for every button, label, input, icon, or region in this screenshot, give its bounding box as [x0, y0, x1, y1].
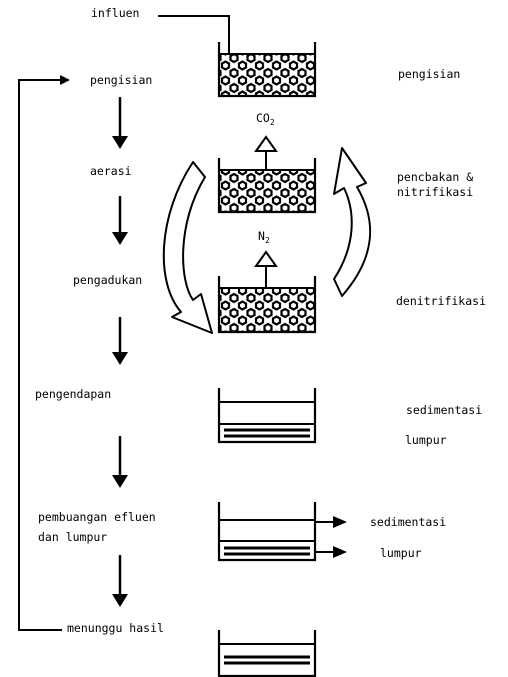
step-down-arrow [112, 555, 128, 607]
process-denitrification-label: denitrifikasi [396, 294, 486, 308]
gas-n2-label: N2 [258, 229, 270, 245]
tank-settling [217, 388, 317, 444]
cycle-return-arrow [18, 75, 70, 631]
tank-idle [217, 630, 317, 677]
step-down-arrow [112, 317, 128, 365]
curved-arrow-left [162, 161, 213, 334]
process-filling-label: pengisian [398, 67, 460, 81]
tank-discharge [217, 502, 317, 562]
step-settling-label: pengendapan [35, 387, 111, 401]
effluent-outflow-arrow [315, 516, 347, 528]
sludge-outflow-arrow [315, 546, 347, 558]
step-discharge-label: pembuangan efluen [38, 510, 156, 524]
step-mixing-label: pengadukan [73, 273, 142, 287]
curved-arrow-right [333, 147, 372, 297]
step-down-arrow [112, 196, 128, 245]
inflow-label: influen [91, 6, 139, 20]
gas-release-arrow [254, 135, 278, 170]
inflow-pipe [158, 15, 230, 55]
tank-aeration [217, 158, 317, 214]
process-settling-sludge-label: lumpur [405, 433, 447, 447]
tank-denitrification [217, 276, 317, 334]
process-discharge-sludge-label: lumpur [380, 546, 422, 560]
step-down-arrow [112, 97, 128, 149]
process-nitrification-label: pencbakan & [397, 170, 473, 184]
process-discharge-sedimentation-label: sedimentasi [370, 515, 446, 529]
gas-co2-label: CO2 [256, 111, 275, 127]
process-nitrification-label-line2: nitrifikasi [397, 185, 473, 199]
process-settling-sedimentation-label: sedimentasi [406, 403, 482, 417]
step-down-arrow [112, 436, 128, 488]
step-discharge-label-line2: dan lumpur [38, 530, 107, 544]
step-aeration-label: aerasi [90, 164, 132, 178]
tank-filling [217, 42, 317, 98]
step-filling-label: pengisian [90, 73, 152, 87]
gas-release-arrow [254, 250, 278, 288]
step-waiting-label: menunggu hasil [67, 621, 164, 635]
